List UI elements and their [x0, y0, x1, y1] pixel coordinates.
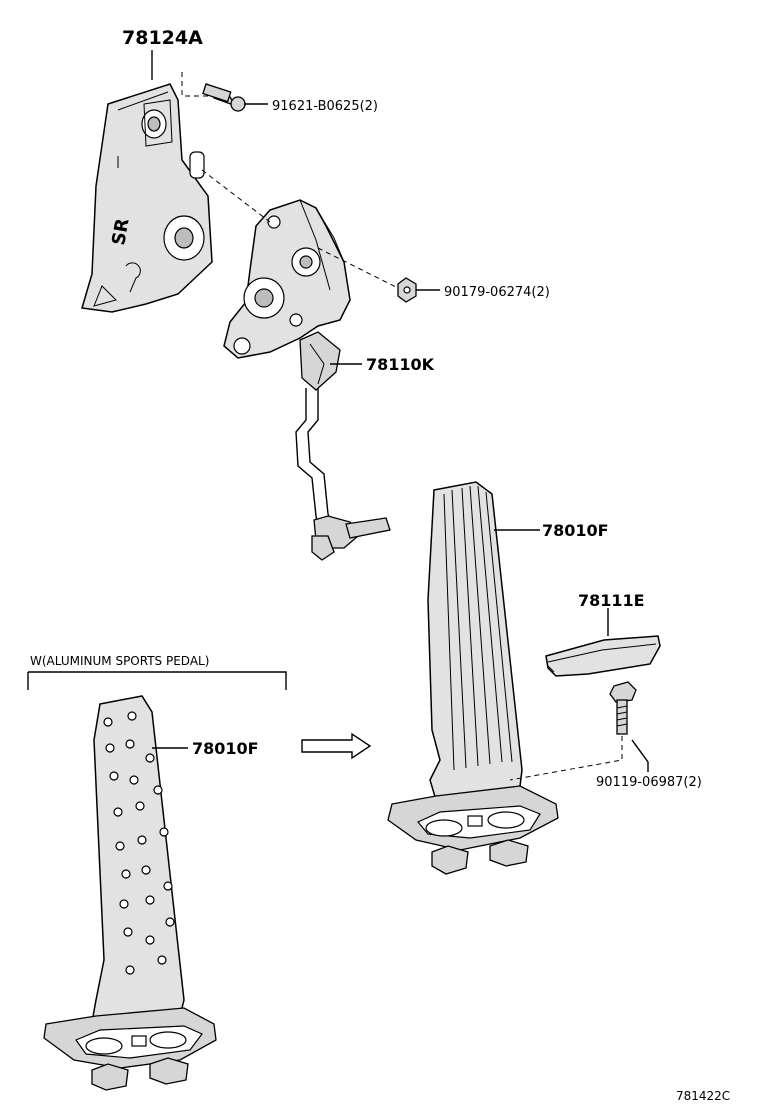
label-91621-B0625: 91621-B0625(2) [272, 99, 378, 114]
label-78124A: 78124A [122, 27, 203, 49]
pedal-sensor [223, 199, 351, 391]
label-78110K: 78110K [366, 355, 435, 374]
bolt-bottom [609, 681, 637, 735]
pedal-bracket: SR [81, 83, 213, 313]
dashed-assembly-lines [181, 72, 623, 781]
sensor-harness [295, 388, 391, 561]
leader-lines [27, 50, 649, 772]
callout-labels: 78124A 91621-B0625(2) 90179-06274(2) 781… [30, 27, 730, 1103]
accelerator-pedal [387, 481, 559, 875]
bolt-top [202, 83, 246, 112]
pedal-pad-cover [545, 635, 661, 677]
label-78010F-pedal: 78010F [542, 521, 609, 540]
variant-note: W(ALUMINUM SPORTS PEDAL) [30, 654, 209, 668]
nut [397, 277, 417, 303]
diagram-code: 781422C [676, 1089, 730, 1103]
label-78010F-sport: 78010F [192, 739, 259, 758]
label-90119-06987: 90119-06987(2) [596, 775, 702, 790]
label-90179-06274: 90179-06274(2) [444, 285, 550, 300]
svg-text:SR: SR [108, 217, 133, 247]
label-78111E: 78111E [578, 591, 645, 610]
aluminum-sports-pedal [43, 695, 217, 1091]
